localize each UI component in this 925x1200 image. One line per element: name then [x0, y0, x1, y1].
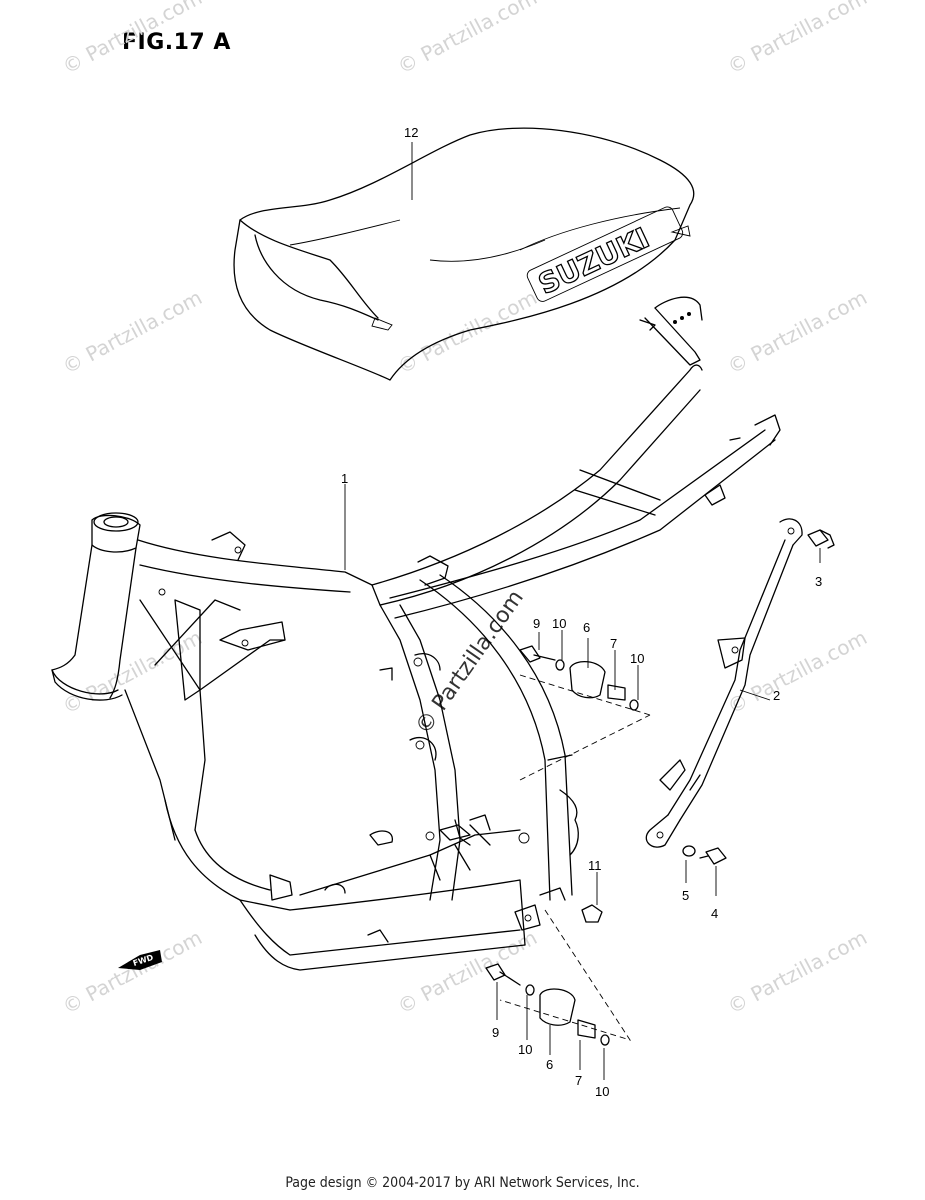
washer-5[interactable] — [682, 845, 696, 857]
lower-mount-set[interactable] — [485, 909, 632, 1046]
nut-11[interactable] — [581, 904, 603, 923]
callout-11: 11 — [588, 858, 602, 873]
callout-6-b: 6 — [546, 1057, 553, 1072]
fwd-arrow-icon: FWD — [118, 950, 162, 970]
bolt-3[interactable] — [807, 529, 835, 549]
callout-9: 9 — [492, 1025, 499, 1040]
callout-10-a: 10 — [552, 616, 566, 631]
callout-10-d: 10 — [595, 1084, 609, 1099]
svg-text:SUZUKI: SUZUKI — [533, 221, 654, 301]
callout-1: 1 — [341, 471, 348, 486]
frame-strut[interactable] — [645, 518, 803, 848]
callout-2: 2 — [773, 688, 780, 703]
callout-6-a: 6 — [583, 620, 590, 635]
seat[interactable]: SUZUKI — [233, 127, 695, 381]
figure-title: FIG.17 A — [122, 30, 231, 55]
callout-labels: 12 1 2 3 4 5 9 10 6 7 10 11 9 10 6 7 10 — [341, 125, 822, 1099]
footer-copyright: Page design © 2004-2017 by ARI Network S… — [285, 1175, 640, 1191]
upper-mount-set[interactable] — [519, 645, 651, 781]
callout-7-a: 7 — [610, 636, 617, 651]
callout-10-c: 10 — [518, 1042, 532, 1057]
frame[interactable] — [51, 296, 781, 971]
callout-7-b: 7 — [575, 1073, 582, 1088]
callout-4: 4 — [711, 906, 718, 921]
callout-12: 12 — [404, 125, 418, 140]
leader-lines — [344, 142, 821, 1080]
callout-10-b: 10 — [630, 651, 644, 666]
callout-3: 3 — [815, 574, 822, 589]
callout-5: 5 — [682, 888, 689, 903]
bolt-4[interactable] — [699, 847, 727, 865]
callout-9-upper: 9 — [533, 616, 540, 631]
